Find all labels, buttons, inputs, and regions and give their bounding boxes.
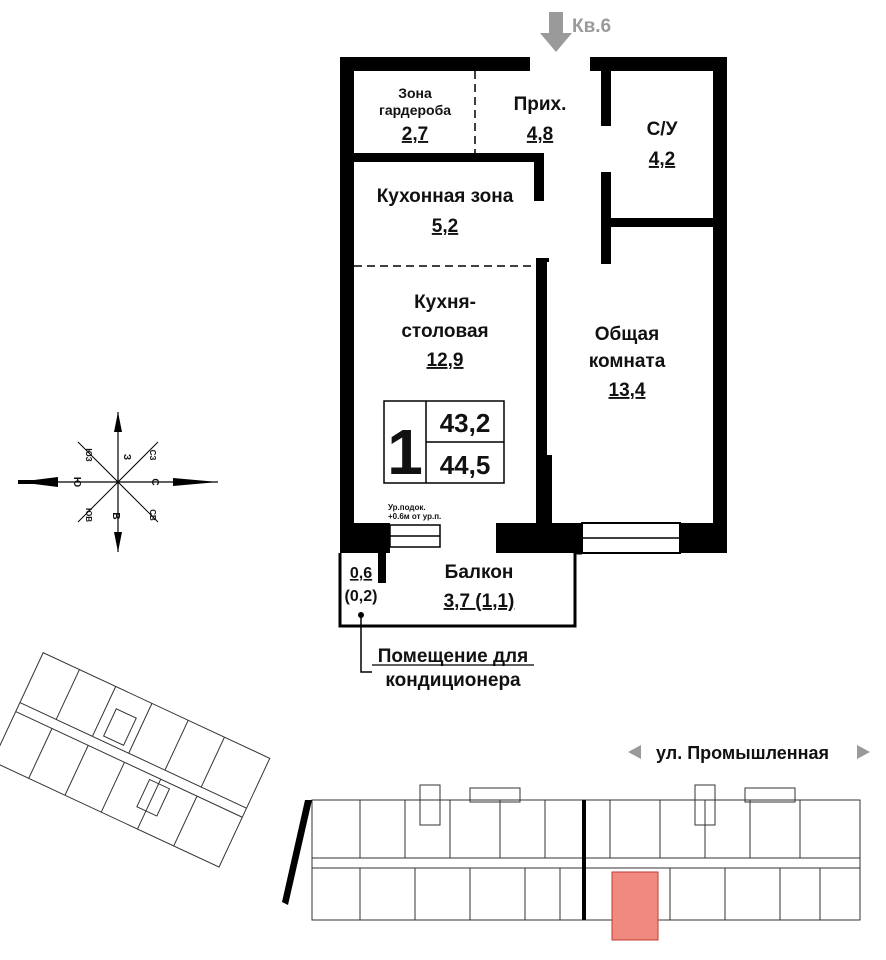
wardrobe-label-1: Зона bbox=[398, 85, 432, 101]
compass-rose-icon bbox=[18, 412, 218, 552]
sill-note-1: Ур.подок. bbox=[388, 503, 426, 512]
compass-se: ЮВ bbox=[84, 508, 93, 522]
balcony-label: Балкон bbox=[445, 562, 514, 583]
kitchen-zone-area: 5,2 bbox=[432, 216, 458, 237]
entrance-arrow-icon bbox=[540, 12, 572, 52]
ac-callout-pointer bbox=[358, 612, 372, 673]
wardrobe-area: 2,7 bbox=[402, 124, 428, 145]
total-area: 44,5 bbox=[440, 450, 491, 480]
window-kitchen bbox=[389, 523, 496, 553]
building-key-plan bbox=[0, 652, 861, 921]
bathroom-area: 4,2 bbox=[649, 149, 675, 170]
compass-e: В bbox=[110, 512, 121, 519]
apartment-walls bbox=[340, 57, 727, 553]
ac-niche-area-reduced: (0,2) bbox=[345, 588, 378, 605]
compass-n: С bbox=[149, 478, 160, 485]
highlighted-apartment bbox=[611, 871, 659, 941]
rooms-count: 1 bbox=[387, 416, 423, 488]
hall-label: Прих. bbox=[514, 94, 567, 115]
compass-ne: СВ bbox=[148, 509, 157, 521]
balcony-outline bbox=[338, 551, 582, 628]
ac-niche-area: 0,6 bbox=[350, 565, 372, 582]
entrance-label: Кв.6 bbox=[572, 16, 611, 37]
street-arrow-left-icon bbox=[628, 745, 641, 759]
compass-nw: СЗ bbox=[148, 450, 157, 461]
kitchen-zone-label: Кухонная зона bbox=[377, 186, 514, 207]
living-area: 13,4 bbox=[609, 380, 646, 401]
key-plan-section-walls bbox=[282, 800, 586, 920]
living-label-2: комната bbox=[589, 351, 666, 372]
bathroom-label: С/У bbox=[647, 119, 678, 140]
street-arrow-right-icon bbox=[857, 745, 870, 759]
street-label: ул. Промышленная bbox=[656, 743, 829, 763]
compass-s: Ю bbox=[71, 477, 82, 487]
ac-callout-label-1: Помещение для bbox=[378, 646, 528, 667]
area-summary-box bbox=[383, 400, 505, 484]
hall-area: 4,8 bbox=[527, 124, 553, 145]
living-area-total: 43,2 bbox=[440, 408, 491, 438]
sill-note-2: +0.6м от ур.п. bbox=[388, 512, 441, 521]
window-living bbox=[581, 522, 681, 554]
compass-sw: ЮЗ bbox=[84, 448, 93, 461]
wardrobe-label-2: гардероба bbox=[379, 102, 451, 118]
compass-w: З bbox=[121, 454, 132, 460]
living-label-1: Общая bbox=[595, 324, 659, 345]
kitchen-dining-label-2: столовая bbox=[401, 321, 488, 342]
kitchen-dining-area: 12,9 bbox=[427, 350, 464, 371]
ac-callout-label-2: кондиционера bbox=[385, 670, 521, 691]
kitchen-dining-label-1: Кухня- bbox=[414, 292, 476, 313]
balcony-area: 3,7 (1,1) bbox=[444, 591, 515, 612]
